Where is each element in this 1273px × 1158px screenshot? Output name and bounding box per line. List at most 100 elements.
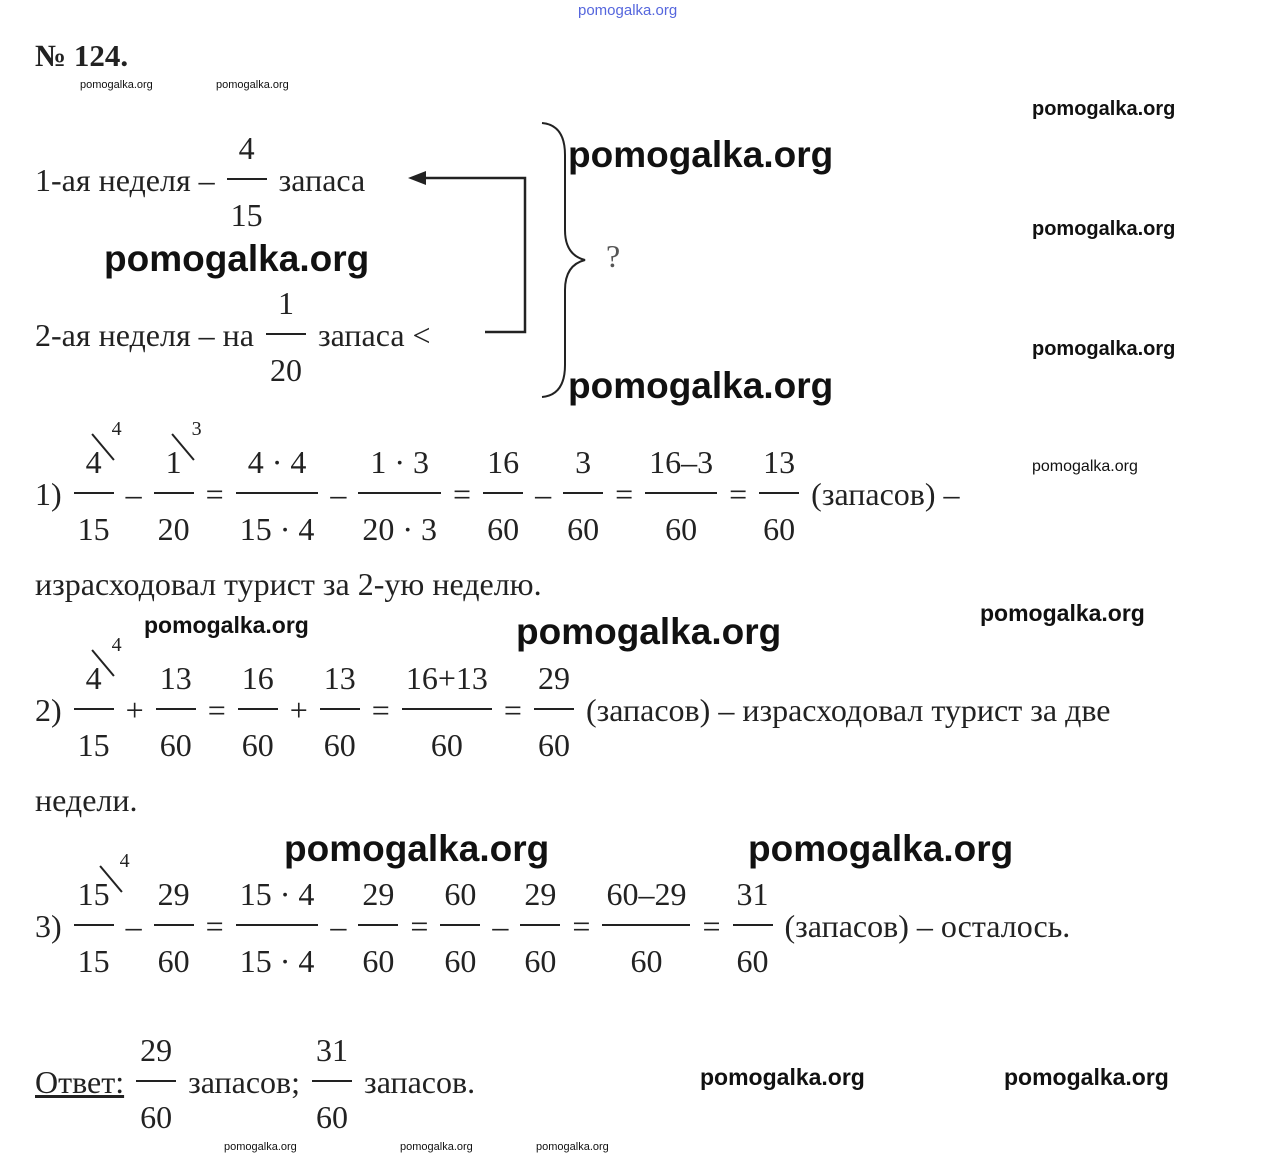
- denominator: 60: [241, 727, 274, 763]
- arrow-head-icon: [408, 171, 426, 185]
- watermark: pomogalka.org: [578, 2, 678, 19]
- numerator: 16–3: [649, 444, 714, 480]
- watermark: pomogalka.org: [700, 1064, 865, 1090]
- numerator: 15 · 4: [239, 876, 315, 912]
- numerator: 29: [140, 1032, 173, 1068]
- math-text: (запасов) – осталось.: [784, 908, 1071, 944]
- watermark: pomogalka.org: [1032, 458, 1138, 475]
- denominator: 60: [763, 511, 796, 547]
- math-text: =: [702, 908, 721, 944]
- math-text: =: [205, 908, 224, 944]
- arrow-connector: [420, 176, 527, 334]
- denominator: 60: [630, 943, 663, 979]
- fraction-bar: [265, 333, 306, 335]
- fraction-bar: [235, 924, 319, 926]
- watermark: pomogalka.org: [1032, 98, 1176, 120]
- fraction-bar: [235, 492, 319, 494]
- fraction-bar: [401, 708, 492, 710]
- watermark: pomogalka.org: [1004, 1064, 1169, 1090]
- fraction-bar: [358, 924, 399, 926]
- math-text: =: [453, 476, 472, 512]
- fraction-bar: [226, 178, 267, 180]
- math-text: 1): [35, 476, 62, 512]
- math-text: =: [207, 692, 226, 728]
- watermark: pomogalka.org: [980, 600, 1145, 626]
- numerator: 16: [241, 660, 274, 696]
- math-text: +: [125, 692, 144, 728]
- watermark: pomogalka.org: [224, 1141, 297, 1153]
- watermark: pomogalka.org: [516, 611, 782, 652]
- numerator: 1 · 3: [370, 444, 430, 480]
- math-text: –: [330, 476, 347, 512]
- math-text: 2): [35, 692, 62, 728]
- numerator: 13: [323, 660, 356, 696]
- fraction-bar: [237, 708, 278, 710]
- fraction-bar: [153, 492, 194, 494]
- denominator: 60: [316, 1099, 349, 1135]
- fraction-bar: [73, 492, 114, 494]
- cancel-factor: 4: [111, 418, 122, 440]
- math-text: (запасов) –: [811, 476, 960, 512]
- denominator: 60: [524, 943, 557, 979]
- numerator: 29: [157, 876, 190, 912]
- denominator: 15: [77, 727, 110, 763]
- watermark: pomogalka.org: [284, 828, 550, 869]
- fraction-bar: [73, 924, 114, 926]
- denominator: 60: [157, 943, 190, 979]
- math-text: 1-ая неделя –: [35, 162, 215, 198]
- watermark: pomogalka.org: [748, 828, 1014, 869]
- math-text: (запасов) – израсходовал турист за две: [585, 692, 1111, 728]
- watermark: pomogalka.org: [80, 79, 153, 91]
- denominator: 60: [159, 727, 192, 763]
- denominator: 60: [567, 511, 600, 547]
- diagram-arrows-brace: [408, 122, 586, 398]
- denominator: 15: [230, 197, 263, 233]
- fraction-bar: [312, 1080, 353, 1082]
- watermark: pomogalka.org: [568, 134, 834, 175]
- fraction-bar: [645, 492, 718, 494]
- fraction-bar: [602, 924, 691, 926]
- fraction-bar: [440, 924, 481, 926]
- fraction-bar: [732, 924, 773, 926]
- denominator: 60: [444, 943, 477, 979]
- fraction: 4 15: [226, 128, 267, 235]
- fraction-bar: [358, 492, 442, 494]
- numerator: 4: [238, 130, 255, 166]
- fraction-bar: [319, 708, 360, 710]
- numerator: 60–29: [606, 876, 687, 912]
- denominator: 15 · 4: [239, 943, 315, 979]
- cancel-factor: 4: [119, 850, 130, 872]
- watermark: pomogalka.org: [568, 365, 834, 406]
- fraction-bar: [483, 492, 524, 494]
- math-text: =: [503, 692, 522, 728]
- math-text: =: [729, 476, 748, 512]
- numerator: 60: [444, 876, 477, 912]
- math-text: +: [289, 692, 308, 728]
- math-text: –: [125, 908, 142, 944]
- fraction-bar: [520, 924, 561, 926]
- fraction: 60 60: [440, 874, 481, 981]
- math-text: –: [330, 908, 347, 944]
- numerator: 13: [159, 660, 192, 696]
- question-mark: ?: [606, 238, 621, 274]
- denominator: 60: [362, 943, 395, 979]
- math-text: =: [572, 908, 591, 944]
- math-text: 3): [35, 908, 62, 944]
- watermark: pomogalka.org: [216, 79, 289, 91]
